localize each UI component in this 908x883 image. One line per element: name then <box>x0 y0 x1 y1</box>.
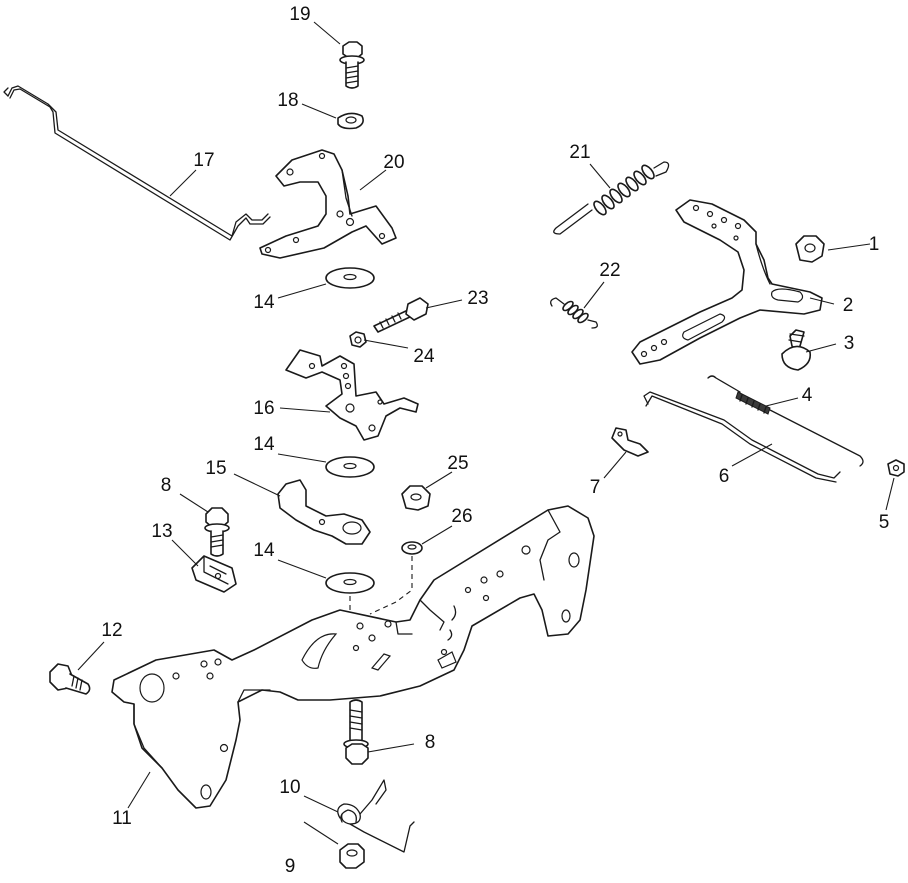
part-3-carriage-bolt <box>781 329 812 371</box>
callout-21: 21 <box>569 142 590 163</box>
part-2-control-lever <box>631 199 823 365</box>
callout-20: 20 <box>383 152 404 173</box>
callout-5: 5 <box>879 512 890 533</box>
part-18-washer <box>337 112 364 130</box>
part-7-clip <box>611 427 649 457</box>
callout-14-bottom: 14 <box>253 540 275 561</box>
part-8-bolt-top <box>204 507 230 557</box>
callout-19: 19 <box>289 4 310 25</box>
assembly-lines <box>349 556 413 615</box>
callout-6: 6 <box>719 466 730 487</box>
callout-4: 4 <box>802 385 813 406</box>
callout-26: 26 <box>451 506 472 527</box>
callout-18: 18 <box>277 90 298 111</box>
callout-labels: 1 2 3 4 5 6 7 8 8 9 10 11 12 13 14 14 14… <box>101 4 889 877</box>
part-8-bolt-bottom <box>343 699 369 765</box>
callout-25: 25 <box>447 453 468 474</box>
part-14-washer-middle <box>325 456 375 478</box>
part-1-nut <box>795 235 825 263</box>
part-16-lever <box>285 349 419 441</box>
part-6-rod <box>643 391 841 483</box>
callout-15: 15 <box>205 458 226 479</box>
part-14-washer-top <box>325 267 375 289</box>
callout-9: 9 <box>285 856 296 877</box>
part-20-bracket <box>259 149 397 259</box>
part-19-bolt <box>339 41 365 89</box>
part-21-spring <box>553 161 670 235</box>
part-15-lever-bracket <box>277 479 371 545</box>
part-26-spring-washer <box>401 541 423 555</box>
callout-12: 12 <box>101 620 122 641</box>
part-23-bolt <box>373 297 429 333</box>
callout-1: 1 <box>869 234 880 255</box>
part-24-nut <box>349 331 367 348</box>
part-4-cable <box>707 375 864 467</box>
callout-16: 16 <box>253 398 274 419</box>
callout-13: 13 <box>151 521 172 542</box>
callout-8-bottom: 8 <box>425 732 436 753</box>
callout-17: 17 <box>193 150 214 171</box>
callout-11: 11 <box>112 808 132 829</box>
callout-2: 2 <box>843 295 854 316</box>
part-5-ferrule <box>887 459 905 477</box>
callout-23: 23 <box>467 288 488 309</box>
part-22-spring <box>550 297 598 329</box>
part-9-nut <box>339 843 365 869</box>
part-10-torsion-spring <box>337 779 415 853</box>
callout-7: 7 <box>590 477 601 498</box>
callout-22: 22 <box>599 260 620 281</box>
callout-3: 3 <box>844 333 855 354</box>
callout-24: 24 <box>413 346 435 367</box>
part-11-main-plate <box>111 505 595 809</box>
part-17-throttle-rod <box>3 85 271 241</box>
callout-14-middle: 14 <box>253 434 275 455</box>
part-14-washer-bottom <box>325 572 375 594</box>
callout-14-top: 14 <box>253 292 275 313</box>
part-12-bolt <box>49 663 91 695</box>
leader-lines <box>77 21 895 845</box>
part-13-clip <box>191 555 237 593</box>
callout-8-top: 8 <box>161 475 172 496</box>
part-25-nut <box>401 485 431 511</box>
callout-10: 10 <box>279 777 300 798</box>
